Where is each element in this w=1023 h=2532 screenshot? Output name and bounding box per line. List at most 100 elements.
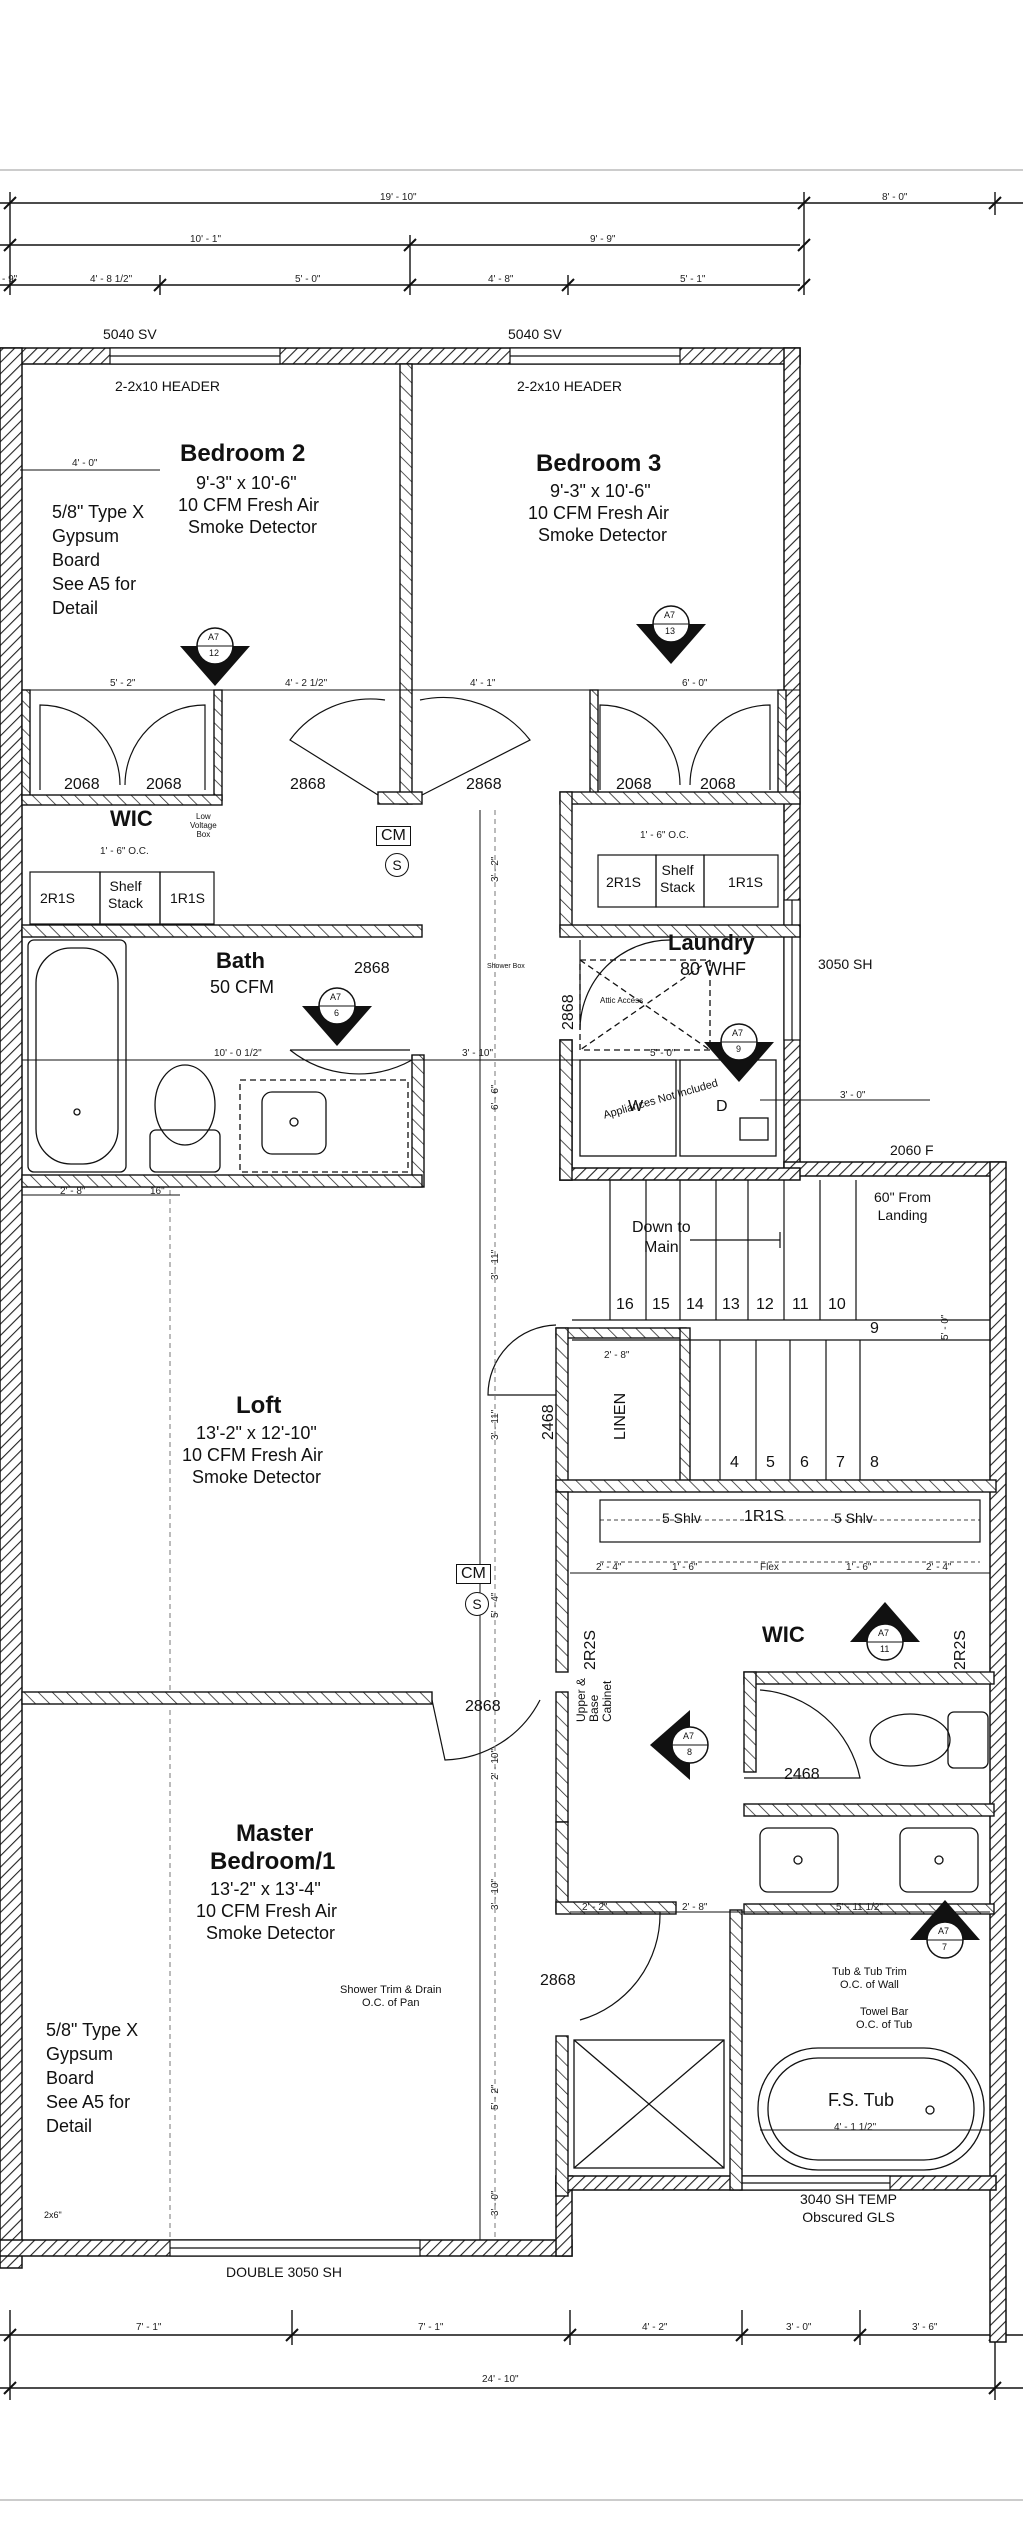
oc-label-2: 1' - 6" O.C. <box>640 830 689 841</box>
room-smoke-loft: Smoke Detector <box>192 1467 322 1487</box>
room-air-loft: 10 CFM Fresh Air <box>182 1445 324 1465</box>
dim-v-6-6: 6' - 6" <box>490 1084 501 1110</box>
room-size-bedroom2: 9'-3" x 10'-6" <box>196 473 297 493</box>
fs-tub-label: F.S. Tub <box>828 2090 895 2110</box>
dim-1-6: 1' - 6" <box>672 1562 698 1573</box>
door-label-2868-mbath: 2868 <box>540 1972 576 1989</box>
room-air-bedroom2: 10 CFM Fresh Air <box>178 495 320 515</box>
stair-step-15: 15 <box>652 1296 670 1313</box>
dim-right-top: 8' - 0" <box>882 192 908 203</box>
door-label-2068-d: 2068 <box>700 776 736 793</box>
dim-2-4: 2' - 4" <box>596 1562 622 1573</box>
laundry-fan-label: 80 WHF <box>680 959 747 979</box>
dim-v-3-11: 3' - 11" <box>490 1249 501 1280</box>
dim-2-8c: 2' - 8" <box>682 1902 708 1913</box>
room-name-laundry: Laundry <box>668 930 755 955</box>
gypsum-note-bottom: 5/8" Type X Gypsum Board See A5 for Deta… <box>46 2020 139 2136</box>
room-name-master: Master <box>236 1820 314 1847</box>
windows <box>109 347 891 2257</box>
section-marker-12: A7 12 <box>180 620 250 688</box>
fixtures <box>27 939 989 2171</box>
dim-2-2: 2' - 2" <box>582 1902 608 1913</box>
dim-d1: 4' - 8 1/2" <box>90 274 133 285</box>
stair-step-8: 8 <box>870 1454 879 1471</box>
top-dimension-ticks <box>3 196 1002 292</box>
shower-box-label: Shower Box <box>487 963 525 970</box>
closet-partitions <box>29 854 981 1543</box>
dim-3-0: 3' - 0" <box>840 1090 866 1101</box>
room-name-wic-master: WIC <box>762 1622 805 1647</box>
dim-5-0: 5' - 0" <box>650 1048 676 1059</box>
door-swings <box>39 696 861 2021</box>
exterior-walls <box>0 347 1007 2343</box>
dim-2-8b: 2' - 8" <box>604 1350 630 1361</box>
stair-step-16: 16 <box>616 1296 634 1313</box>
dim-v-5-2: 5' - 2" <box>490 2084 501 2110</box>
title-block-lines <box>0 169 1023 2501</box>
dim-d4: 5' - 1" <box>680 274 706 285</box>
header-label-bedroom2: 2-2x10 HEADER <box>115 378 221 394</box>
smoke-detector-loft: S <box>465 1592 489 1616</box>
section-marker-6: A7 6 <box>302 980 372 1048</box>
dim-1-6b: 1' - 6" <box>846 1562 872 1573</box>
dim-mid-span: 9' - 9" <box>590 234 616 245</box>
stud-2x6-label: 2x6" <box>44 2210 62 2220</box>
dim-bottom-4: 3' - 0" <box>786 2322 812 2333</box>
window-label-3050: 3050 SH <box>818 956 873 972</box>
dim-v-3-10: 3' - 10" <box>490 1878 501 1910</box>
dim-6-0: 6' - 0" <box>682 678 708 689</box>
door-label-2468-linen: 2468 <box>540 1404 557 1440</box>
closet-2r2s-a: 2R2S <box>582 1629 599 1670</box>
dryer-label: D <box>716 1098 728 1115</box>
dim-4-2-half: 4' - 2 1/2" <box>285 678 328 689</box>
top-dimension-lines <box>0 192 1023 295</box>
dim-bottom-1: 7' - 1" <box>136 2322 162 2333</box>
closet-2r2s-b: 2R2S <box>952 1629 969 1670</box>
linen-label: LINEN <box>612 1392 629 1440</box>
door-label-2868-laundry: 2868 <box>560 994 577 1030</box>
dim-overall-bottom: 24' - 10" <box>482 2374 519 2385</box>
room-name-master-2: Bedroom/1 <box>210 1848 336 1875</box>
door-label-2068-a: 2068 <box>64 776 100 793</box>
co-monoxide-detector-loft: CM <box>456 1564 491 1584</box>
room-name-bedroom2: Bedroom 2 <box>180 440 306 467</box>
door-label-2868-a: 2868 <box>290 776 326 793</box>
stair-step-6: 6 <box>800 1454 809 1471</box>
room-air-bedroom3: 10 CFM Fresh Air <box>528 503 670 523</box>
dim-v-2-10: 2' - 10" <box>490 1748 501 1780</box>
stair-step-4: 4 <box>730 1454 739 1471</box>
room-size-master: 13'-2" x 13'-4" <box>210 1879 321 1899</box>
room-name-loft: Loft <box>236 1392 282 1419</box>
door-label-2868-master: 2868 <box>465 1698 501 1715</box>
section-marker-7: A7 7 <box>910 1900 980 1968</box>
room-name-bath: Bath <box>216 948 265 973</box>
reference-lines <box>169 810 496 2240</box>
oc-label-1: 1' - 6" O.C. <box>100 846 149 857</box>
door-label-2468-wc: 2468 <box>784 1766 820 1783</box>
dim-v-3-11b: 3' - 11" <box>490 1409 501 1440</box>
closet-1r1s-b: 1R1S <box>728 874 764 890</box>
stair-step-12: 12 <box>756 1296 774 1313</box>
stair-step-13: 13 <box>722 1296 740 1313</box>
section-marker-13: A7 13 <box>636 598 706 666</box>
door-label-2868-b: 2868 <box>466 776 502 793</box>
dim-v-3-2: 3' - 2" <box>490 856 501 882</box>
room-smoke-bedroom2: Smoke Detector <box>188 517 318 537</box>
co-monoxide-detector-upper: CM <box>376 826 411 846</box>
room-name-wic-upper: WIC <box>110 806 153 831</box>
room-size-bedroom3: 9'-3" x 10'-6" <box>550 481 651 501</box>
dim-5-11: 5' - 11 1/2" <box>836 1902 883 1913</box>
dim-flex: Flex <box>760 1562 779 1573</box>
dim-d2: 5' - 0" <box>295 274 321 285</box>
dim-5-2: 5' - 2" <box>110 678 136 689</box>
closet-1r1s-c: 1R1S <box>744 1508 785 1525</box>
bottom-dimension-lines <box>0 2310 1023 2400</box>
